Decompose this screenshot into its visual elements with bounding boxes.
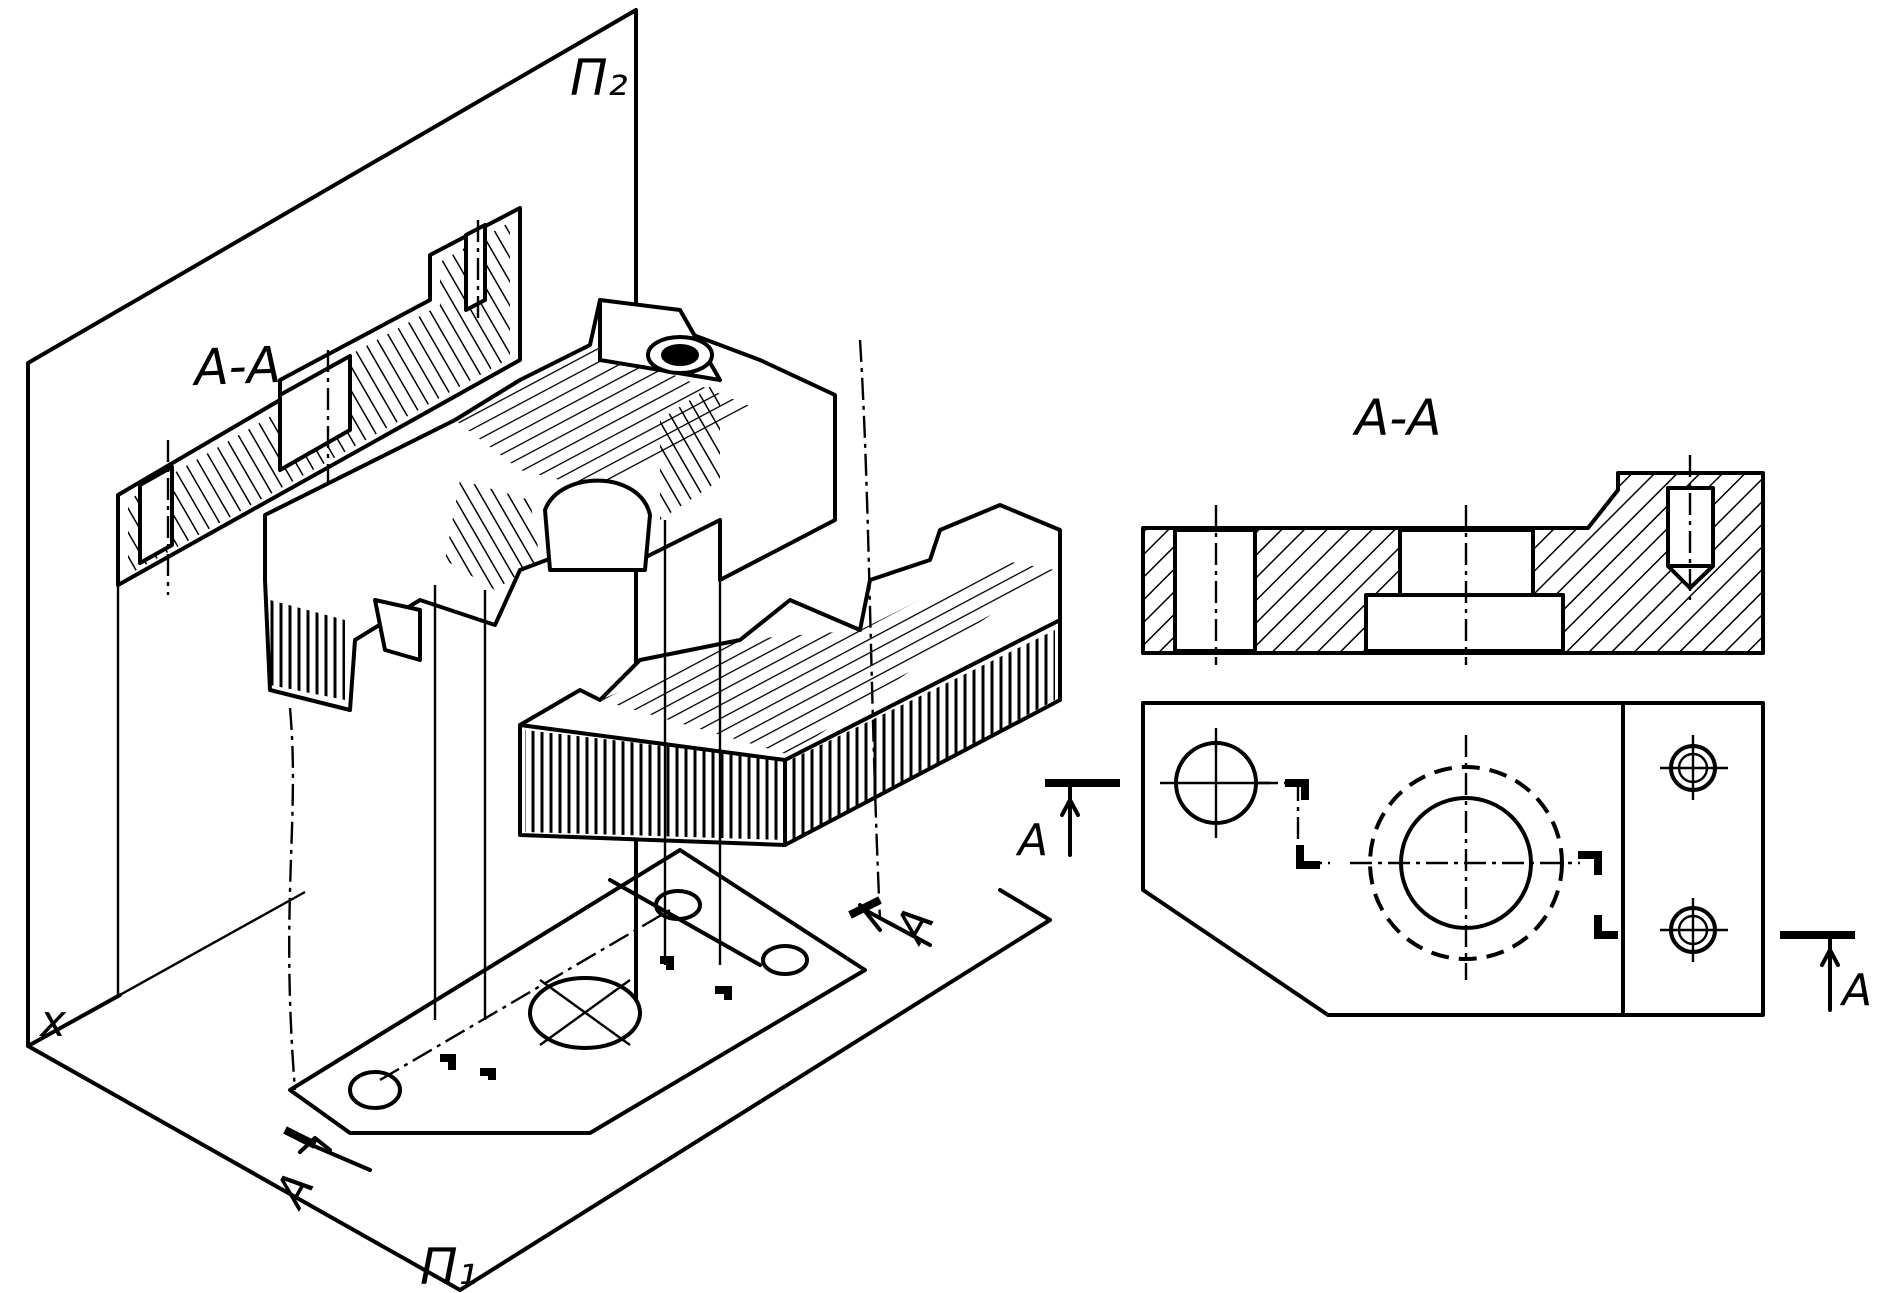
plane-v-label: П₂ [570,49,628,107]
section-markers-iso [283,896,932,1172]
section-view [1141,455,1765,665]
section-label-iso: A-A [190,336,281,397]
axis-x-label: x [38,996,67,1047]
section-arrow-label-ortho-right: A [1839,965,1872,1016]
sectioned-part [263,298,837,712]
orthographic-views: A-A [1015,389,1872,1017]
plane-h-label: П₁ [420,1238,478,1293]
plane-edge [117,890,306,998]
section-markers-ortho [1045,779,1855,1012]
projection-lines [287,339,882,1091]
plan-projection-horizontal [288,848,867,1135]
section-label-ortho: A-A [1352,389,1441,447]
plan-view [1141,701,1765,1017]
section-arrow-label-iso-right: A [884,899,945,953]
section-projection-frontal [116,206,522,595]
horizontal-plane [26,888,1052,1292]
isometric-view: x П₂ П₁ A-A A A [26,8,1062,1293]
section-arrow-label-ortho-left: A [1015,815,1048,866]
